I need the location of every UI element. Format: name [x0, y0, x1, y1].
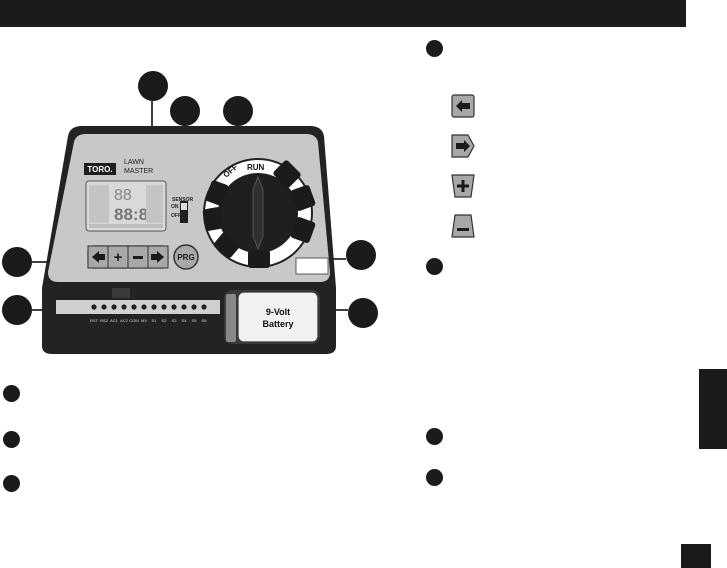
bullet [426, 40, 443, 57]
terminal-label: S1 [152, 318, 158, 323]
plus-key-icon [451, 174, 475, 198]
model-line2: MASTER [124, 168, 153, 175]
battery [237, 291, 319, 343]
dial-segment-watering-days [290, 185, 316, 211]
terminal-label: AC2 [120, 318, 129, 323]
dial-segment-season-adjust [214, 232, 240, 258]
minus-button[interactable] [127, 245, 149, 269]
sensor-switch[interactable] [180, 201, 188, 223]
minus-icon [133, 256, 143, 259]
callout-terminals [2, 295, 32, 325]
dial-segment-start-times [290, 217, 316, 243]
prg-button[interactable] [173, 244, 199, 270]
terminal-tab [112, 288, 130, 298]
section-side-tab [699, 369, 727, 449]
right-arrow-icon [151, 251, 164, 263]
dial-segment-system-manual [202, 207, 224, 231]
controller-illustration: TORO. LAWN MASTER 88 88:88 SENSOR ON OFF… [0, 60, 400, 360]
model-line1: LAWN [124, 159, 144, 166]
plus-button[interactable]: + [107, 245, 129, 269]
terminal-label: S3 [172, 318, 178, 323]
lcd-left-indicators [89, 185, 109, 223]
left-arrow-button[interactable] [87, 245, 109, 269]
dial-segment-current-time [273, 160, 301, 188]
callout-battery [348, 298, 378, 328]
battery-label-line1: 9-Volt [266, 307, 290, 317]
callout-sensor-switch [170, 96, 200, 126]
battery-label-line2: Battery [262, 319, 293, 329]
left-arrow-key-icon [451, 94, 475, 118]
right-arrow-button[interactable] [147, 245, 169, 269]
switch-label-off: OFF [171, 213, 181, 219]
terminal-label: COM [129, 318, 138, 323]
dial-pointer [252, 175, 264, 251]
bullet [426, 258, 443, 275]
prg-label: PRG [177, 253, 194, 262]
left-arrow-icon [92, 251, 105, 263]
terminal-label: S2 [162, 318, 168, 323]
dial-segment-run-times [248, 250, 270, 268]
bullet [426, 469, 443, 486]
brand-text: TORO. [87, 165, 112, 174]
bullet [3, 431, 20, 448]
callout-arrow-buttons [2, 247, 32, 277]
plus-icon: + [114, 249, 123, 266]
terminal-label: S4 [182, 318, 188, 323]
lcd-small-digits: 88 [114, 187, 132, 204]
right-arrow-key-icon [451, 134, 475, 158]
lcd-right-indicators [146, 185, 163, 223]
controller-svg: TORO. LAWN MASTER 88 88:88 SENSOR ON OFF… [32, 100, 348, 354]
terminal-label: MV [141, 318, 147, 323]
switch-label-on: ON [171, 204, 179, 210]
battery-clip [226, 294, 236, 342]
rating-label [295, 257, 329, 275]
sensor-switch-knob[interactable] [181, 203, 187, 210]
terminal-label: AC1 [110, 318, 119, 323]
page-number-tab [681, 544, 711, 568]
brand-logo [84, 163, 116, 175]
minus-key-icon [451, 214, 475, 238]
terminal-label: S6 [202, 318, 208, 323]
dial-label-run: RUN [247, 163, 265, 172]
terminal-label: RST [90, 318, 99, 323]
bullet [3, 475, 20, 492]
terminal-strip [56, 300, 220, 314]
callout-prg [346, 240, 376, 270]
terminal-label: RS2 [100, 318, 109, 323]
terminal-label: S5 [192, 318, 198, 323]
lcd-station-row [89, 224, 163, 228]
callout-lcd [138, 71, 168, 101]
bullet [3, 385, 20, 402]
terminal-screws [91, 304, 207, 310]
dial-segment-manual-station [205, 180, 229, 206]
callout-dial [223, 96, 253, 126]
header-bar [0, 0, 686, 27]
switch-label-sensor: SENSOR [172, 197, 194, 203]
bullet [426, 428, 443, 445]
